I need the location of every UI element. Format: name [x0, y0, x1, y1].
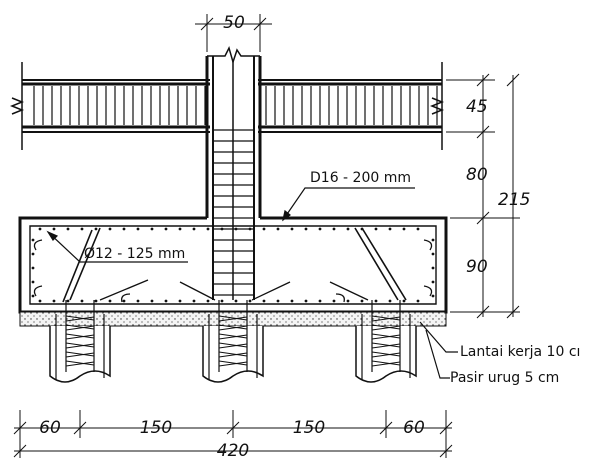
rebar-dot — [290, 227, 294, 231]
rebar-dot — [234, 227, 238, 231]
tie-beam-left — [21, 62, 210, 150]
piles — [49, 300, 417, 383]
rebar-dot — [262, 227, 266, 231]
rebar-dot — [262, 299, 266, 303]
rebar-dot — [220, 227, 224, 231]
rebar-dot — [276, 227, 280, 231]
dim-span-right: 150 — [293, 418, 325, 438]
rebar-dot — [52, 299, 56, 303]
rebar-dot — [346, 299, 350, 303]
rebar-dot — [431, 266, 435, 270]
rebar-dot — [374, 299, 378, 303]
rebar-dot — [388, 227, 392, 231]
label-side-rebar: Ø12 - 125 mm — [84, 246, 185, 262]
rebar-dot — [304, 299, 308, 303]
label-lean-concrete: Lantai kerja 10 cı — [460, 344, 580, 360]
rebar-dot — [402, 227, 406, 231]
tie-beam-right — [258, 62, 443, 150]
dim-total-width: 420 — [217, 441, 249, 460]
leader-lines — [46, 187, 458, 379]
rebar-dot — [318, 227, 322, 231]
rebar-dot — [52, 227, 56, 231]
rebar-dot — [38, 227, 42, 231]
rebar-dot — [402, 299, 406, 303]
rebar-dot — [108, 227, 112, 231]
rebar-dot — [150, 299, 154, 303]
rebar-dot — [318, 299, 322, 303]
rebar-dot — [346, 227, 350, 231]
break-symbol-right — [429, 97, 445, 115]
break-symbol-left — [9, 97, 25, 115]
rebar-dot — [332, 227, 336, 231]
rebar-dot — [192, 299, 196, 303]
rebar-dot — [206, 227, 210, 231]
rebar-dot — [31, 266, 35, 270]
rebar-dot — [304, 227, 308, 231]
rebar-dot — [388, 299, 392, 303]
rebar-dot — [164, 299, 168, 303]
dim-beam-height: 45 — [466, 97, 488, 117]
dim-edge-left: 60 — [39, 418, 61, 438]
column-break-symbol — [207, 45, 260, 65]
rebar-dot — [431, 280, 435, 284]
pile — [355, 300, 417, 383]
rebar-dot — [431, 294, 435, 298]
dim-edge-right: 60 — [403, 418, 425, 438]
rebar-dot — [66, 227, 70, 231]
rebar-dot — [108, 299, 112, 303]
dim-span-left: 150 — [140, 418, 172, 438]
rebar-dot — [80, 299, 84, 303]
rebar-dot — [178, 227, 182, 231]
dim-column-width: 50 — [223, 13, 245, 33]
rebar-dot — [416, 227, 420, 231]
rebar-dot — [360, 227, 364, 231]
rebar-dot — [31, 238, 35, 242]
dimension-lines — [13, 14, 520, 458]
column — [205, 45, 262, 300]
rebar-dot — [136, 299, 140, 303]
rebar-dot — [374, 227, 378, 231]
rebar-dot — [122, 227, 126, 231]
rebar-dot — [360, 299, 364, 303]
label-sand-fill: Pasir urug 5 cm — [450, 370, 559, 386]
rebar-dot — [150, 227, 154, 231]
rebar-dot — [416, 299, 420, 303]
rebar-dot — [332, 299, 336, 303]
rebar-dot — [31, 280, 35, 284]
rebar-dot — [431, 238, 435, 242]
pile — [202, 300, 264, 383]
rebar-dot — [31, 294, 35, 298]
rebar-dot — [234, 299, 238, 303]
rebar-dot — [178, 299, 182, 303]
rebar-dot — [94, 227, 98, 231]
rebar-dot — [276, 299, 280, 303]
rebar-dot — [122, 299, 126, 303]
rebar-dot — [31, 252, 35, 256]
rebar-dot — [38, 299, 42, 303]
rebar-dot — [248, 299, 252, 303]
rebar-dot — [80, 227, 84, 231]
rebar-dot — [220, 299, 224, 303]
dim-upper-gap: 80 — [466, 165, 488, 185]
rebar-dot — [192, 227, 196, 231]
rebar-dot — [248, 227, 252, 231]
rebar-dot — [206, 299, 210, 303]
pile — [49, 300, 111, 383]
label-top-rebar: D16 - 200 mm — [310, 170, 411, 186]
dim-footing-thickness: 90 — [466, 257, 488, 277]
rebar-dot — [94, 299, 98, 303]
rebar-dot — [164, 227, 168, 231]
rebar-dot — [136, 227, 140, 231]
rebar-dot — [66, 299, 70, 303]
rebar-dot — [431, 252, 435, 256]
dim-total-height: 215 — [498, 190, 530, 210]
rebar-dot — [290, 299, 294, 303]
